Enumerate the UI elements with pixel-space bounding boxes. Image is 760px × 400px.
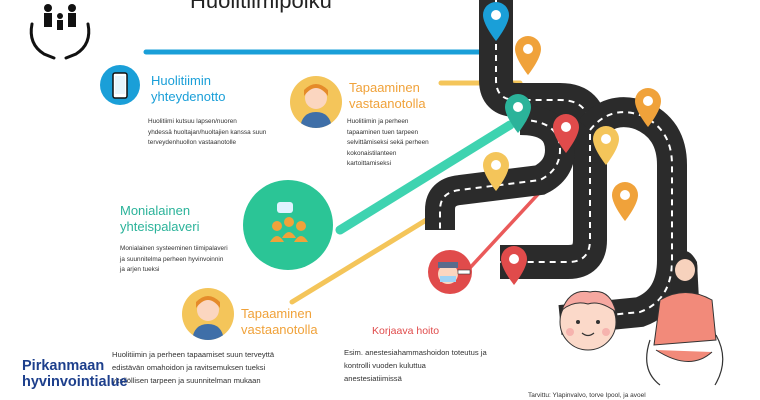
meeting2-badge (182, 288, 234, 340)
image-caption: Tarvittu: Ylapinvalvo, torve Ipool, ja a… (528, 392, 646, 399)
meeting2-title: Tapaaminen vastaanotolla (241, 306, 318, 337)
family-hands-icon (29, 4, 91, 60)
contact-title: Huolitiimin yhteydenotto (151, 73, 226, 104)
smartphone-icon (112, 72, 128, 99)
treatment-text: Esim. anestesiahammashoidon toteutus ja … (344, 348, 487, 383)
pin-orange-icon (612, 182, 638, 221)
page-title: Huolitiimipolku (190, 0, 332, 13)
pin-orange-icon (483, 152, 509, 191)
nurse-avatar-icon (300, 84, 332, 128)
contact-text: Huolitiimi kutsuu lapsen/nuoren yhdessä … (148, 118, 267, 146)
pin-red-icon (553, 114, 579, 153)
dentist-icon (438, 262, 471, 284)
pin-orange-icon (635, 88, 661, 127)
nurse-avatar-icon (192, 296, 224, 340)
girl-illustration-icon (646, 251, 724, 386)
road-upper-lines (495, 0, 591, 263)
meeting1-title: Tapaaminen vastaanotolla (349, 80, 426, 111)
road-loop-lines (439, 119, 562, 230)
meeting1-badge (290, 76, 342, 128)
pin-red-icon (501, 246, 527, 285)
meeting2-text: Huolitiimin ja perheen tapaamiset suun t… (112, 350, 275, 385)
pin-orange-icon (515, 36, 541, 75)
connector-multidisciplinary (335, 120, 515, 235)
multidisciplinary-badge (243, 180, 333, 270)
multidisciplinary-title: Monialainen yhteispalaveri (120, 203, 200, 234)
meeting1-text: Huolitiimin ja perheen tapaaminen tuen t… (347, 118, 429, 167)
pin-orange-icon (593, 126, 619, 165)
multidisciplinary-text: Monialainen systeeminen tiimipalaveri ja… (120, 245, 228, 273)
treatment-title: Korjaava hoito (372, 325, 440, 337)
pin-green-icon (505, 94, 531, 133)
pin-blue-icon (483, 2, 509, 41)
contact-badge (100, 65, 140, 105)
organization-logo: Pirkanmaan hyvinvointialue (22, 358, 128, 390)
child-face-icon (559, 290, 617, 351)
treatment-badge (428, 250, 472, 294)
road-right-lines (559, 111, 673, 321)
team-meeting-icon (270, 202, 308, 242)
